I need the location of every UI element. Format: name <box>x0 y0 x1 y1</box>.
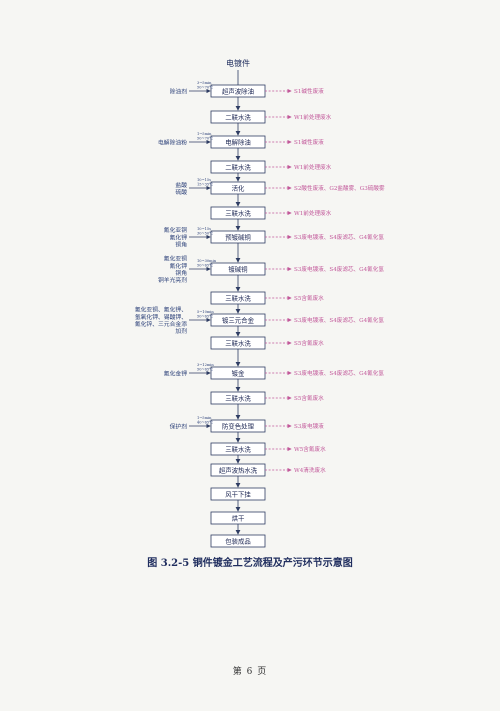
input-material-label: 铜角 <box>175 241 187 249</box>
process-step-label: 镀碱铜 <box>228 265 247 274</box>
process-parameter-label: 40~65℃ <box>197 421 213 425</box>
input-material-label: 加剂 <box>175 327 187 335</box>
pollutant-output-label: W1前处理废水 <box>294 209 332 217</box>
process-parameter-label: 50~65℃ <box>197 368 213 372</box>
pollutant-output-label: S1碱性废液 <box>294 87 324 95</box>
process-step-label: 镀三元合金 <box>222 316 255 325</box>
pollutant-output-label: S3废电镀液、S4废滤芯、G4氰化氢 <box>294 369 384 377</box>
process-step-label: 三联水洗 <box>225 394 251 403</box>
process-step-label: 电解除油 <box>225 138 251 147</box>
pollutant-output-label: S3废电镀液 <box>294 422 324 430</box>
input-material-label: 氰化亚铜、氰化钾、 <box>135 306 187 314</box>
pollutant-output-label: S5含氰废水 <box>294 294 324 302</box>
process-parameter-label: 5~10min <box>197 310 214 314</box>
start-label: 电镀件 <box>226 58 250 68</box>
process-step-label: 烘干 <box>232 514 245 523</box>
process-parameter-label: 10~30min <box>197 259 217 263</box>
pollutant-output-label: S1碱性废液 <box>294 138 324 146</box>
input-material-label: 盐酸 <box>175 181 187 189</box>
process-step-label: 三联水洗 <box>225 445 251 454</box>
pollutant-output-label: S3废电镀液、S4废滤芯、G4氰化氢 <box>294 316 384 324</box>
figure-caption: 图 3.2-5 铜件镀金工艺流程及产污环节示意图 <box>147 558 353 569</box>
input-material-label: 氰化亚铜 <box>164 226 187 234</box>
input-material-label: 氢氧化钾、锡酸钾、 <box>135 313 187 321</box>
process-step-label: 三联水洗 <box>225 294 251 303</box>
process-step-box <box>210 534 266 548</box>
input-material-label: 电解除油粉 <box>158 138 187 146</box>
pollutant-output-label: S3废电镀液、S4废滤芯、G4氰化氢 <box>294 233 384 241</box>
process-step-label: 风干下挂 <box>225 490 251 499</box>
input-material-label: 保护剂 <box>170 422 188 430</box>
process-step-label: 超声波除油 <box>222 87 254 96</box>
pollutant-output-label: W4清洗废水 <box>294 466 326 474</box>
process-parameter-label: 1~5min <box>197 416 212 420</box>
input-material-label: 铜羊光亮剂 <box>158 276 187 284</box>
process-step-label: 二联水洗 <box>225 163 251 172</box>
pollutant-output-label: W1前处理废水 <box>294 163 332 171</box>
process-parameter-label: 10~15s <box>197 227 211 231</box>
process-parameter-label: 15~35℃ <box>197 183 213 187</box>
process-step-label: 二联水洗 <box>225 113 251 122</box>
process-parameter-label: 50~65℃ <box>197 315 213 319</box>
page-number: 第 6 页 <box>232 667 268 677</box>
pollutant-output-label: S2酸性废液、G2盐酸雾、G3硫酸雾 <box>294 184 385 192</box>
process-parameter-label: 3~12min <box>197 363 214 367</box>
process-step-label: 超声波热水洗 <box>219 466 258 475</box>
input-material-label: 氰化钾 <box>170 262 188 270</box>
process-step-label: 三联水洗 <box>225 339 251 348</box>
process-parameter-label: 50~70℃ <box>197 86 213 90</box>
process-parameter-label: 1~5min <box>197 132 212 136</box>
input-material-label: 氰化亚铜 <box>164 255 187 263</box>
process-parameter-label: 3~5min <box>197 81 212 85</box>
process-parameter-label: 50~70℃ <box>197 137 213 141</box>
pollutant-output-label: W1前处理废水 <box>294 113 332 121</box>
process-parameter-label: 10~15s <box>197 178 211 182</box>
process-step-label: 三联水洗 <box>225 209 251 218</box>
process-step-label: 预镀碱铜 <box>225 233 251 242</box>
input-material-label: 氰化金钾 <box>164 369 187 377</box>
input-material-label: 除油剂 <box>170 87 188 95</box>
input-material-label: 硫酸 <box>175 188 187 196</box>
process-step-label: 镀金 <box>232 369 245 378</box>
process-step-label: 活化 <box>232 184 245 193</box>
input-material-label: 氰化钾 <box>170 233 188 241</box>
process-step-label: 包装成品 <box>225 537 251 546</box>
process-parameter-label: 50~65℃ <box>197 264 213 268</box>
pollutant-output-label: S5含氰废水 <box>294 339 324 347</box>
input-material-label: 铜角 <box>175 269 187 277</box>
process-parameter-label: 30~50℃ <box>197 232 213 236</box>
pollutant-output-label: S3废电镀液、S4废滤芯、G4氰化氢 <box>294 265 384 273</box>
pollutant-output-label: S5含氰废水 <box>294 394 324 402</box>
pollutant-output-label: W5含氰废水 <box>294 445 326 453</box>
process-step-label: 防变色处理 <box>222 422 255 431</box>
input-material-label: 氰化锌、三元合金添 <box>135 320 187 328</box>
